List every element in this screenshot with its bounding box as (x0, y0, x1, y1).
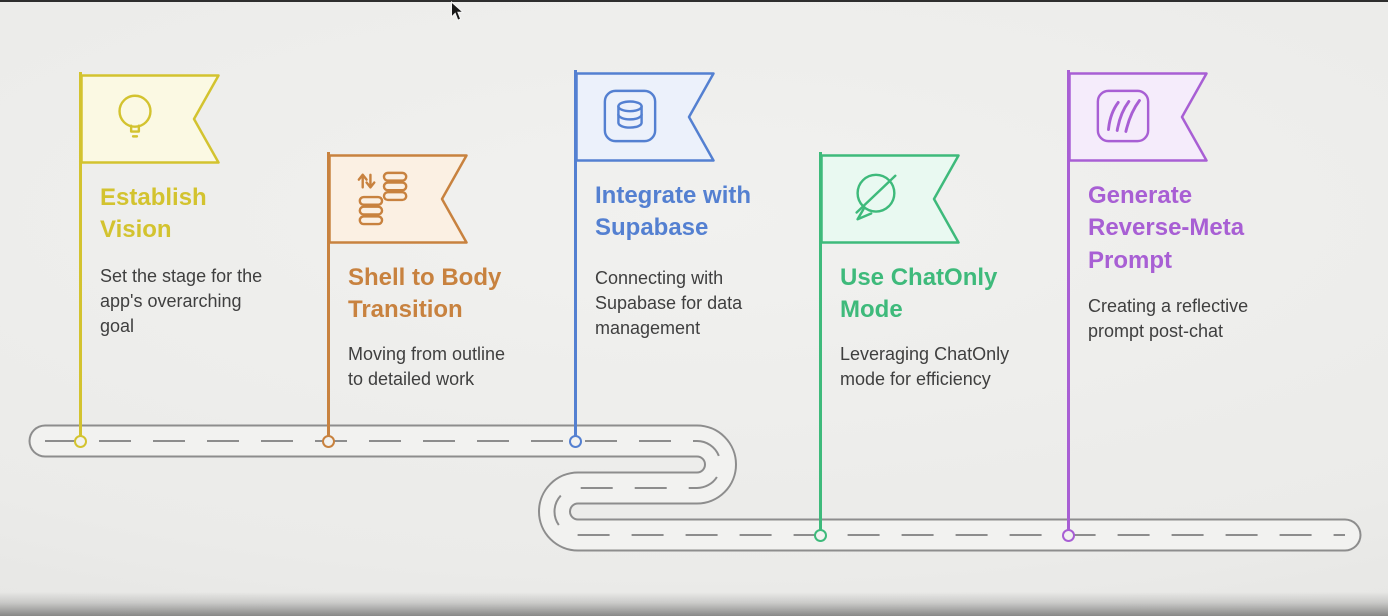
milestone-description: Creating a reflective prompt post-chat (1088, 296, 1249, 341)
flag-pole (326, 152, 330, 441)
milestone-description: Leveraging ChatOnly mode for efficiency (840, 344, 1010, 389)
milestone-title: Generate Reverse-Meta Prompt (1088, 182, 1245, 274)
database-icon (603, 89, 657, 143)
road-connector-dot (813, 528, 827, 542)
whiteboard-icon (1096, 89, 1150, 143)
road-connector-dot (568, 434, 582, 448)
flag-pole (573, 70, 577, 441)
milestone-description: Set the stage for the app's overarching … (100, 266, 263, 336)
flag-pole (818, 152, 822, 535)
milestone-title: Shell to Body Transition (348, 264, 502, 324)
road-connector-dot (73, 434, 87, 448)
milestone-flag (80, 74, 220, 164)
data-transfer-icon (357, 171, 408, 226)
mouse-cursor-icon (451, 1, 465, 21)
flag-pole (1066, 70, 1070, 535)
flag-pole (78, 72, 82, 441)
chat-disabled-icon (855, 173, 897, 221)
milestone-flag (820, 154, 960, 244)
milestone-title: Use ChatOnly Mode (840, 264, 998, 324)
milestone-description: Moving from outline to detailed work (348, 344, 506, 389)
milestone-title: Establish Vision (100, 184, 207, 244)
milestone-description: Connecting with Supabase for data manage… (595, 268, 743, 338)
video-bottom-fade (0, 592, 1388, 616)
road-centerline (45, 440, 1345, 536)
lightbulb-icon (118, 94, 152, 138)
road-connector-dot (321, 434, 335, 448)
milestone-title: Integrate with Supabase (595, 182, 752, 242)
road-connector-dot (1061, 528, 1075, 542)
video-top-edge (0, 0, 1388, 2)
